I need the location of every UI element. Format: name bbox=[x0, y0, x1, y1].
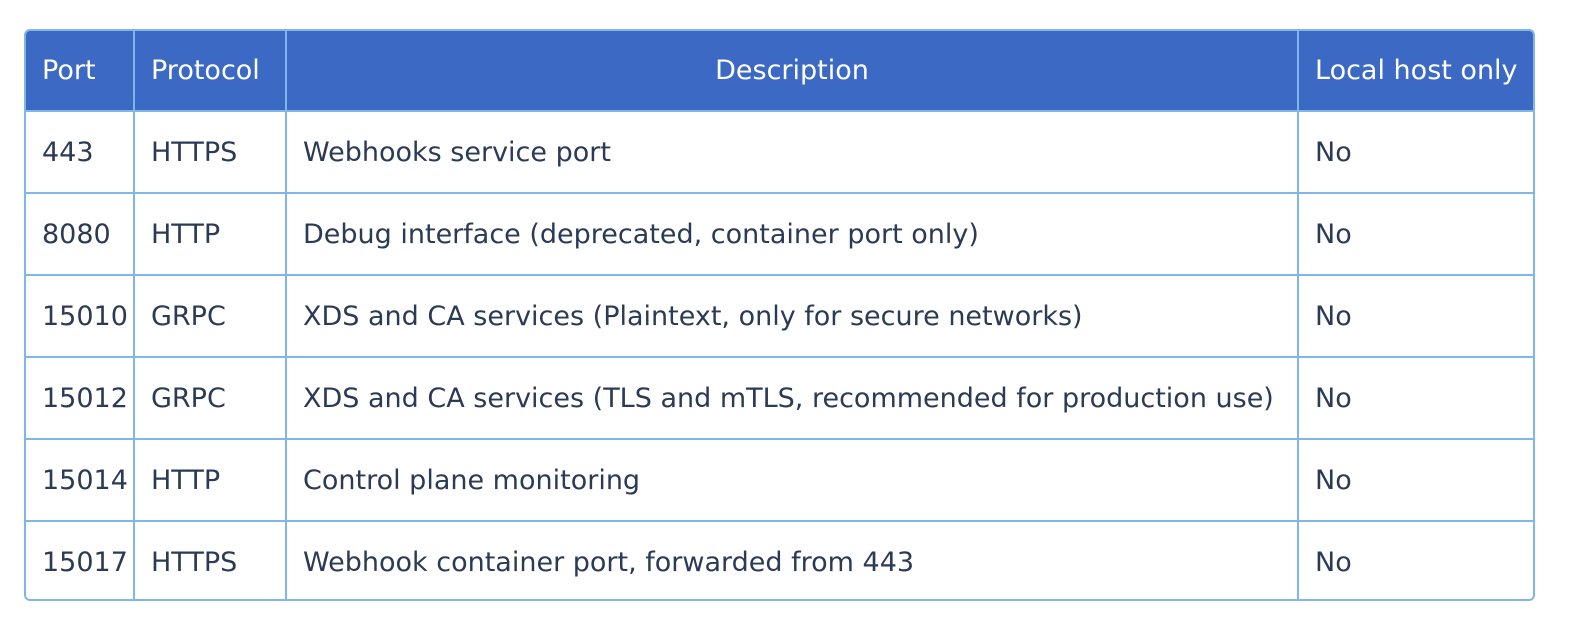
table-row: 15017 HTTPS Webhook container port, forw… bbox=[26, 521, 1533, 599]
header-local-host-only: Local host only bbox=[1298, 31, 1533, 112]
cell-local-host-only: No bbox=[1298, 357, 1533, 440]
cell-port: 8080 bbox=[26, 193, 135, 276]
cell-description: Webhooks service port bbox=[286, 111, 1299, 194]
cell-protocol: GRPC bbox=[134, 357, 287, 440]
cell-description: Debug interface (deprecated, container p… bbox=[286, 193, 1299, 276]
header-row: Port Protocol Description Local host onl… bbox=[26, 31, 1533, 112]
cell-protocol: HTTP bbox=[134, 439, 287, 522]
cell-protocol: GRPC bbox=[134, 275, 287, 358]
cell-description: XDS and CA services (TLS and mTLS, recom… bbox=[286, 357, 1299, 440]
cell-port: 15017 bbox=[26, 521, 135, 599]
cell-protocol: HTTP bbox=[134, 193, 287, 276]
cell-description: Webhook container port, forwarded from 4… bbox=[286, 521, 1299, 599]
cell-local-host-only: No bbox=[1298, 439, 1533, 522]
cell-local-host-only: No bbox=[1298, 193, 1533, 276]
cell-local-host-only: No bbox=[1315, 547, 1352, 578]
table-row: 15014 HTTP Control plane monitoring No bbox=[26, 439, 1533, 522]
cell-protocol: HTTPS bbox=[134, 521, 287, 599]
cell-port: 15014 bbox=[26, 439, 135, 522]
table-row: 8080 HTTP Debug interface (deprecated, c… bbox=[26, 193, 1533, 276]
cell-local-host-only: No bbox=[1298, 275, 1533, 358]
cell-protocol: HTTPS bbox=[134, 111, 287, 194]
header-description: Description bbox=[286, 31, 1299, 112]
table-row: 15012 GRPC XDS and CA services (TLS and … bbox=[26, 357, 1533, 440]
cell-port: 443 bbox=[26, 111, 135, 194]
cell-local-host-only: No bbox=[1298, 111, 1533, 194]
cell-port: 15010 bbox=[26, 275, 135, 358]
cell-port: 15012 bbox=[26, 357, 135, 440]
header-port: Port bbox=[26, 31, 135, 112]
ports-table: Port Protocol Description Local host onl… bbox=[26, 31, 1533, 599]
cell-description: Control plane monitoring bbox=[286, 439, 1299, 522]
ports-table-container: Port Protocol Description Local host onl… bbox=[24, 29, 1535, 601]
table-row: 443 HTTPS Webhooks service port No bbox=[26, 111, 1533, 194]
table-body: 443 HTTPS Webhooks service port No 8080 … bbox=[26, 111, 1533, 599]
table-header: Port Protocol Description Local host onl… bbox=[26, 31, 1533, 112]
cell-description: XDS and CA services (Plaintext, only for… bbox=[286, 275, 1299, 358]
header-protocol: Protocol bbox=[134, 31, 287, 112]
table-row: 15010 GRPC XDS and CA services (Plaintex… bbox=[26, 275, 1533, 358]
